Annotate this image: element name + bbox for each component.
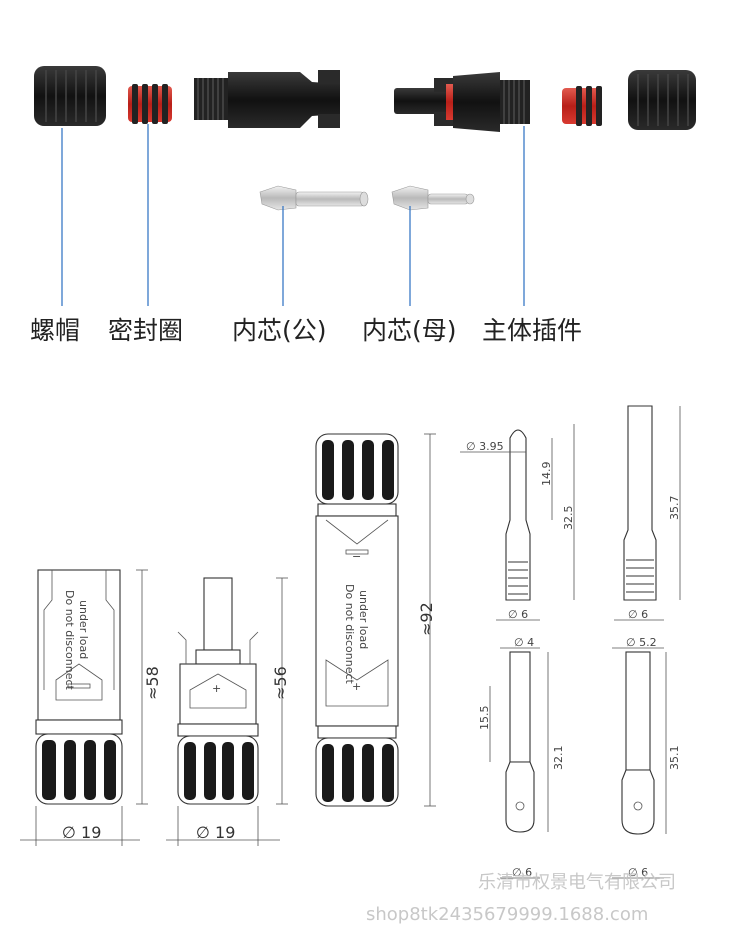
watermark-shop: shop8tk2435679999.1688.com [366, 904, 648, 925]
leader-lines [61, 124, 525, 306]
dim-pin-a-tip-dia: ∅ 3.95 [466, 440, 504, 453]
dim-pin-d-base-dia: ∅ 6 [628, 866, 648, 879]
dim-pin-b-len: 35.7 [668, 496, 681, 521]
drawing-pin-b: 35.7 ∅ 6 [614, 405, 681, 621]
assembled-warning-2: under load [357, 590, 370, 649]
female-plus: + [212, 682, 221, 695]
drawing-assembled-connector: − + Do not disconnect under load ≈92 [315, 433, 436, 807]
assembled-plus: + [352, 680, 361, 693]
dim-pin-b-base-dia: ∅ 6 [628, 608, 648, 621]
assembled-warning-1: Do not disconnect [343, 584, 356, 685]
label-seal: 密封圈 [108, 316, 183, 345]
dim-pin-a-len: 32.5 [562, 506, 575, 531]
left-nut [34, 66, 106, 126]
dim-pin-c-base-dia: ∅ 6 [512, 866, 532, 879]
dim-male-length: ≈58 [143, 666, 162, 700]
right-nut [628, 70, 696, 130]
dim-male-dia: ∅ 19 [62, 823, 101, 842]
dim-pin-c-len: 32.1 [552, 746, 565, 771]
drawing-pin-a: ∅ 3.95 14.9 32.5 ∅ 6 [460, 424, 575, 621]
dim-female-length: ≈56 [271, 666, 290, 700]
dim-female-dia: ∅ 19 [196, 823, 235, 842]
right-seal [562, 86, 602, 126]
label-core-female: 内芯(母) [362, 316, 457, 345]
drawing-pin-c: ∅ 4 15.5 32.1 ∅ 6 [478, 636, 565, 879]
female-pin-photo [391, 185, 475, 211]
label-core-male: 内芯(公) [232, 316, 327, 345]
male-warning-1: Do not disconnect [63, 590, 76, 691]
dim-pin-a-base-dia: ∅ 6 [508, 608, 528, 621]
dim-pin-d-top-dia: ∅ 5.2 [626, 636, 657, 649]
left-seal [128, 84, 172, 124]
dim-pin-d-len: 35.1 [668, 746, 681, 771]
drawing-pin-d: ∅ 5.2 35.1 ∅ 6 [612, 636, 681, 879]
male-warning-2: under load [77, 600, 90, 659]
label-housing: 主体插件 [482, 316, 582, 345]
label-nut: 螺帽 [30, 316, 80, 345]
dim-pin-c-sect: 15.5 [478, 706, 491, 731]
drawing-female-connector: + ≈56 ∅ 19 [166, 577, 290, 846]
dim-pin-a-tip-len: 14.9 [540, 462, 553, 487]
watermark: 乐清市权景电气有限公司 shop8tk2435679999.1688.com [366, 872, 676, 925]
exploded-view: 螺帽 密封圈 内芯(公) 内芯(母) 主体插件 [30, 66, 696, 345]
left-housing [194, 70, 340, 128]
dim-pin-c-top-dia: ∅ 4 [514, 636, 534, 649]
male-pin-photo [259, 185, 369, 211]
right-housing [394, 72, 530, 132]
dim-assembled-length: ≈92 [417, 602, 436, 636]
watermark-company: 乐清市权景电气有限公司 [478, 872, 676, 893]
assembled-minus: − [352, 550, 361, 563]
drawing-male-connector: Do not disconnect under load ≈58 ∅ 19 [20, 569, 162, 846]
